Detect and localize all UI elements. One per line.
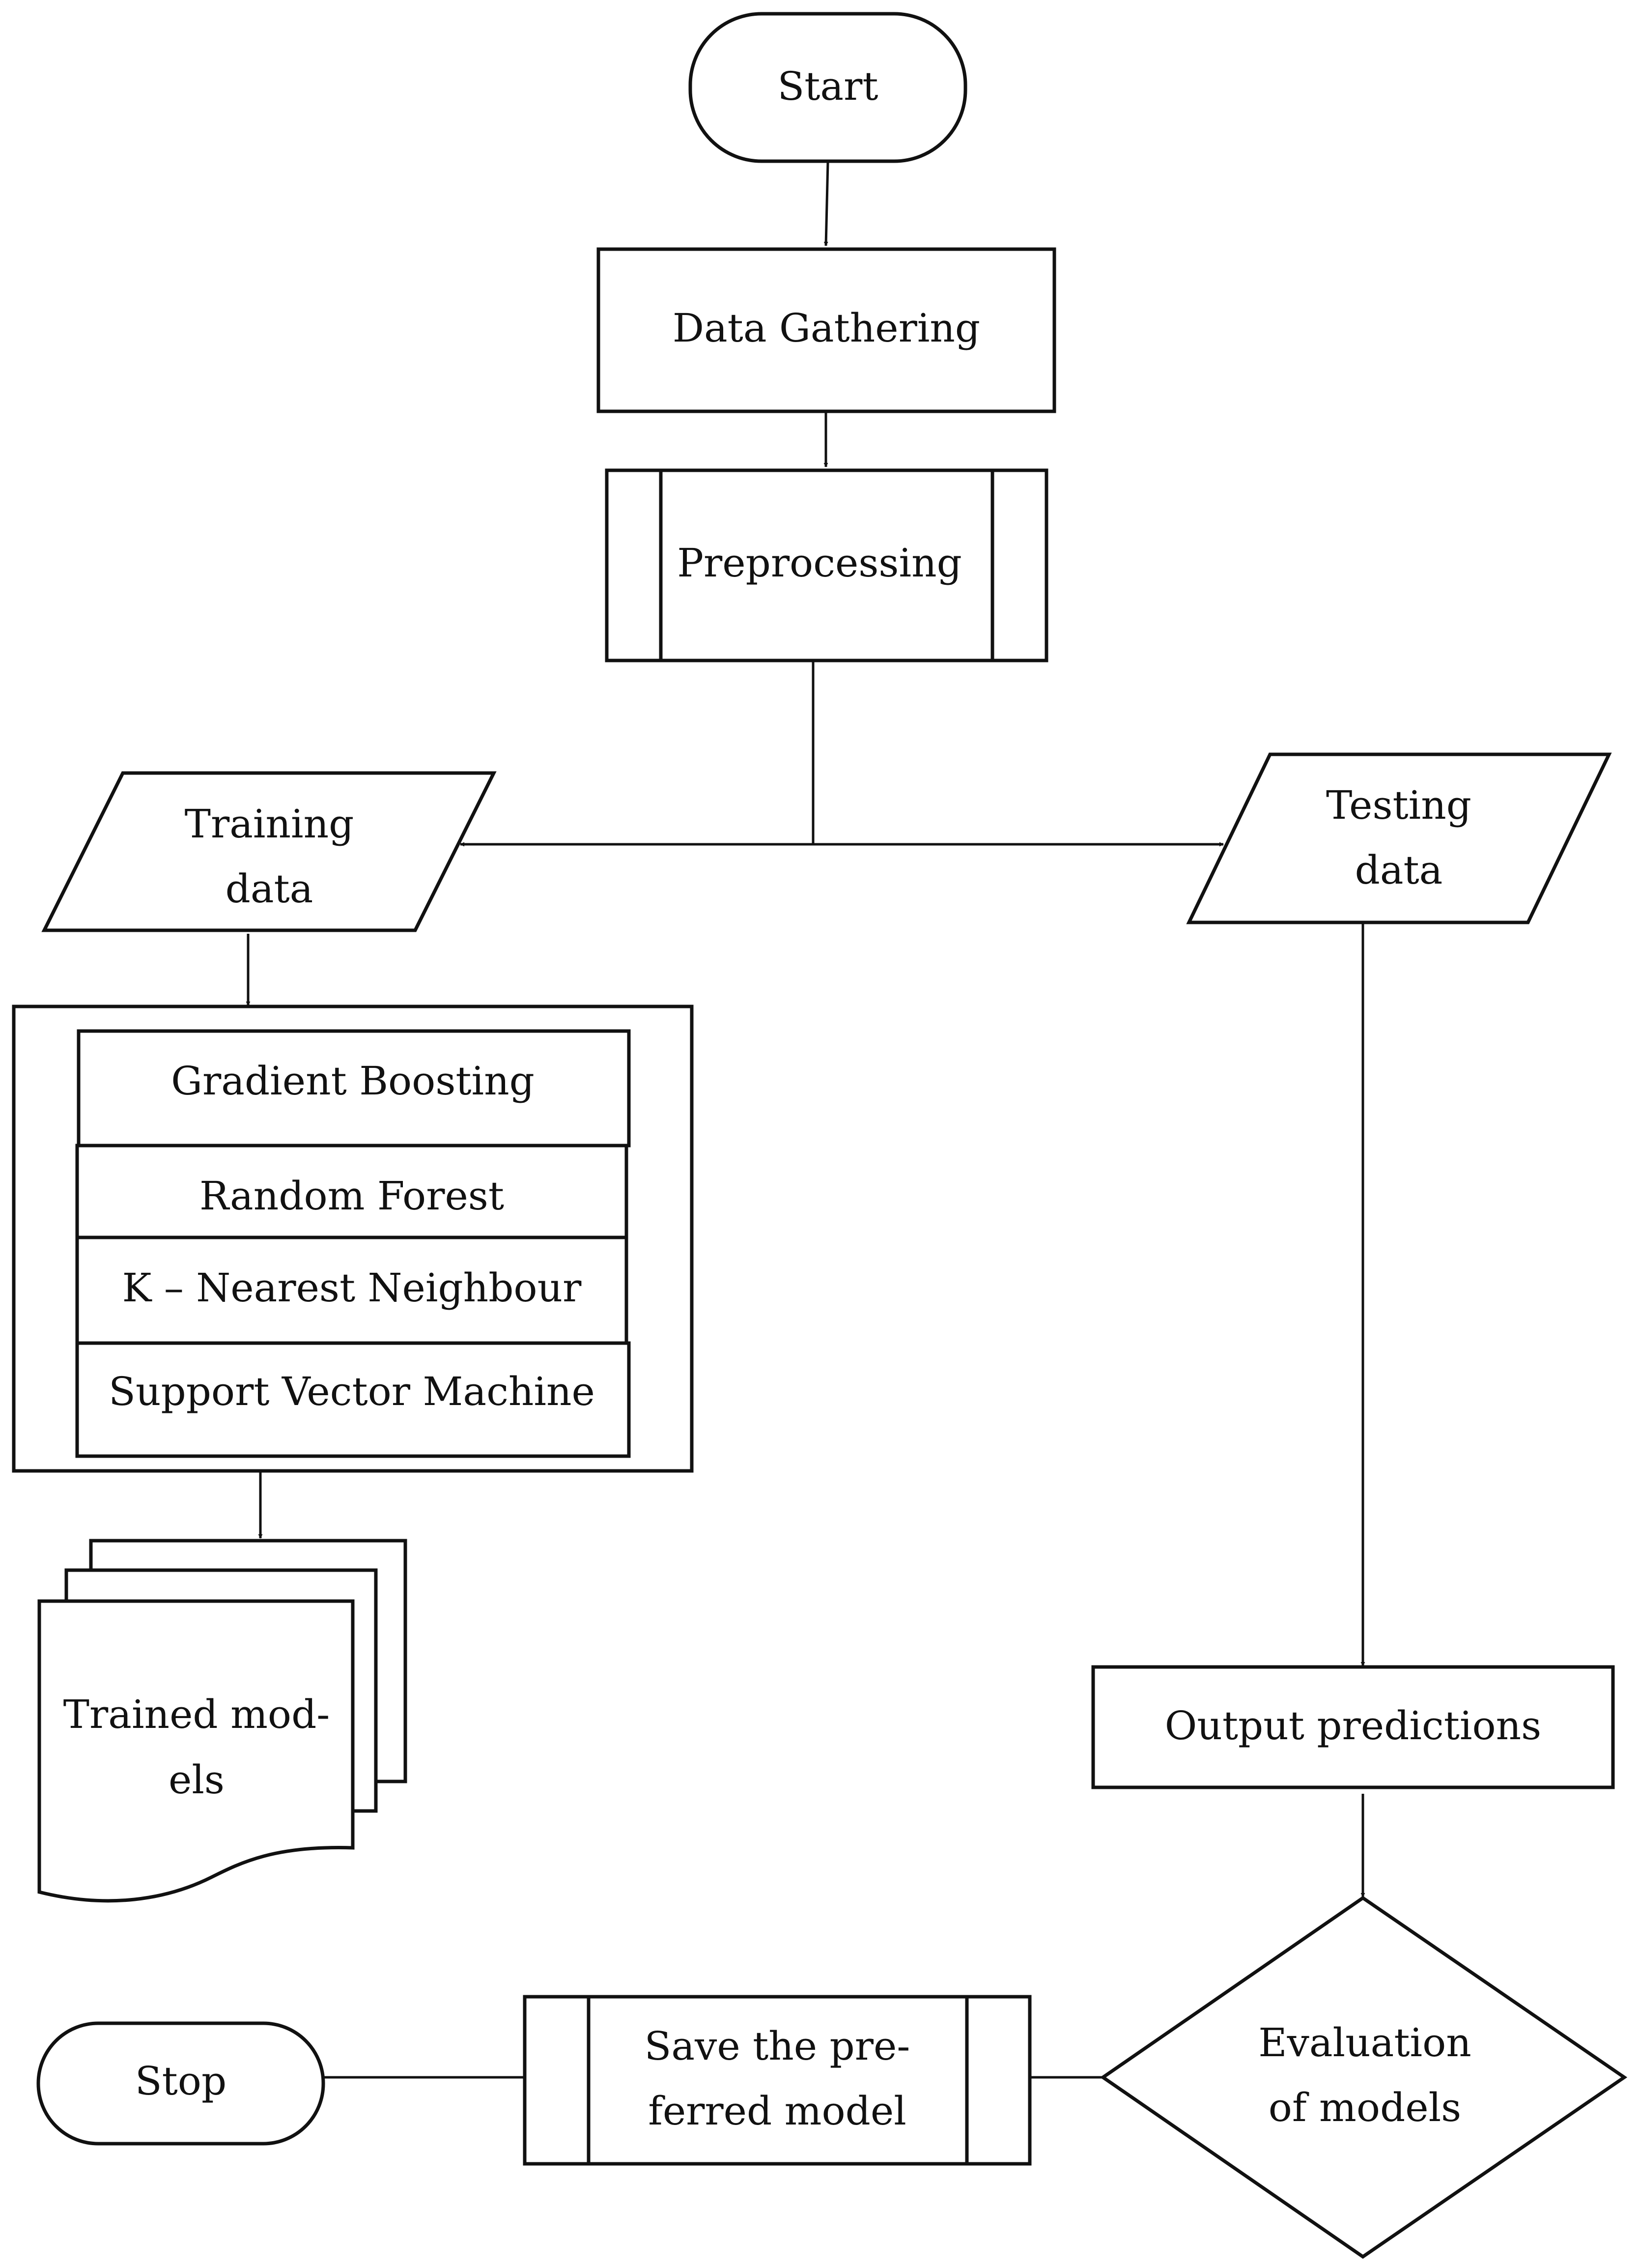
data-gathering-label: Data Gathering: [673, 305, 980, 351]
arrow-start-to-data-gathering: [823, 162, 829, 246]
output-predictions-label: Output predictions: [1165, 1703, 1541, 1749]
models-container: Gradient Boosting Random Forest K – Near…: [12, 1005, 694, 1473]
save-model-label: Save the pre-: [645, 2023, 910, 2069]
connectors: [246, 162, 1365, 2080]
testing-data-node: Testing data: [1186, 752, 1612, 924]
model-box-svm: [75, 1341, 631, 1458]
training-data-label: Training: [185, 801, 354, 847]
evaluation-label-line2: of models: [1269, 2085, 1461, 2130]
save-model-label-line2: ferred model: [648, 2088, 906, 2134]
preprocessing-label: Preprocessing: [677, 540, 962, 586]
model-box-random-forest: [75, 1144, 628, 1239]
testing-data-label-line2: data: [1355, 847, 1443, 893]
stop-label: Stop: [135, 2058, 226, 2104]
evaluation-label: Evaluation: [1258, 2020, 1471, 2066]
stop-node: Stop: [36, 2021, 325, 2146]
evaluation-node: Evaluation of models: [1100, 1895, 1628, 2259]
output-predictions-node: Output predictions: [1091, 1665, 1615, 1789]
testing-data-label: Testing: [1326, 782, 1471, 828]
model-box-gradient-boosting: [77, 1029, 631, 1148]
data-gathering-node: Data Gathering: [596, 247, 1056, 413]
start-node: Start: [688, 12, 967, 163]
model-knn: K – Nearest Neighbour: [122, 1265, 582, 1311]
trained-models-node: Trained mod- els: [37, 1539, 407, 1903]
training-data-label-line2: data: [226, 866, 313, 912]
trained-models-label-line2: els: [169, 1757, 225, 1803]
start-label: Start: [777, 63, 878, 109]
model-random-forest: Random Forest: [199, 1173, 504, 1219]
model-gradient-boosting: Gradient Boosting: [171, 1058, 535, 1104]
save-model-node: Save the pre- ferred model: [523, 1995, 1032, 2166]
training-data-node: Training data: [41, 771, 497, 932]
trained-models-label: Trained mod-: [63, 1692, 330, 1737]
preprocessing-node: Preprocessing: [605, 468, 1048, 662]
model-svm: Support Vector Machine: [109, 1369, 595, 1414]
